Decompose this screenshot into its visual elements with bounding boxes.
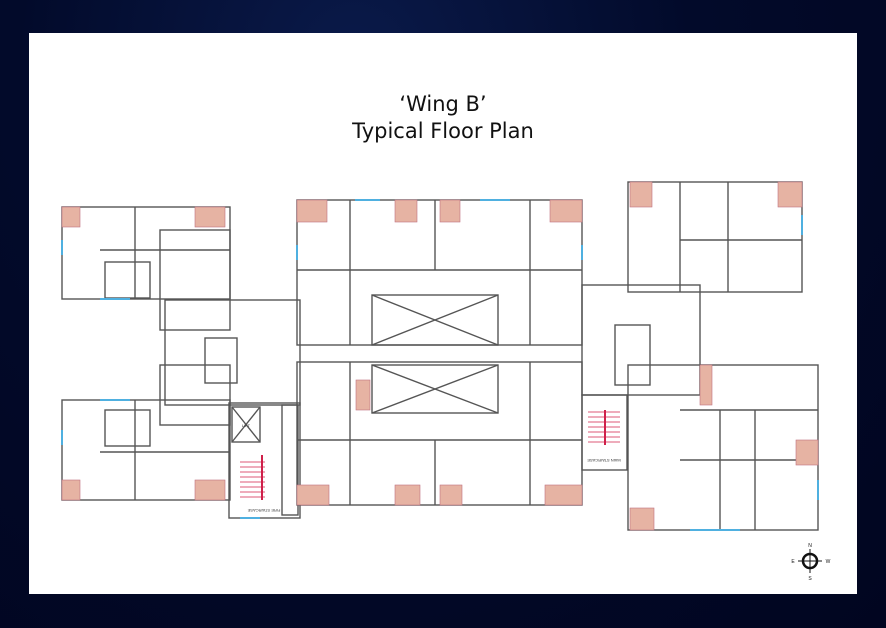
right-upper-wing bbox=[627, 181, 803, 293]
compass-west: W bbox=[826, 559, 831, 565]
page-title: ‘Wing B’ Typical Floor Plan bbox=[29, 91, 857, 145]
center-bottom-block bbox=[296, 361, 583, 506]
compass-north: N bbox=[808, 543, 812, 549]
title-plan: Typical Floor Plan bbox=[352, 119, 534, 143]
main-staircase-label: MAIN STAIRCASE bbox=[587, 458, 621, 463]
left-core bbox=[164, 299, 301, 406]
center-top-block bbox=[296, 199, 583, 346]
windows bbox=[61, 199, 819, 531]
balconies bbox=[61, 181, 819, 531]
compass-south: S bbox=[808, 576, 812, 582]
compass-icon: N S E W bbox=[791, 543, 830, 582]
left-lower-wing bbox=[61, 399, 231, 501]
main-staircase-block bbox=[581, 394, 628, 471]
lift-label: LIFT bbox=[242, 423, 251, 428]
right-lower-wing bbox=[627, 364, 819, 531]
fire-staircase-label: FIRE STAIRCASE bbox=[247, 508, 280, 513]
fire-staircase-block bbox=[228, 402, 301, 519]
title-wing: ‘Wing B’ bbox=[399, 92, 487, 116]
compass-east: E bbox=[791, 559, 795, 565]
stair-treads bbox=[240, 410, 620, 500]
